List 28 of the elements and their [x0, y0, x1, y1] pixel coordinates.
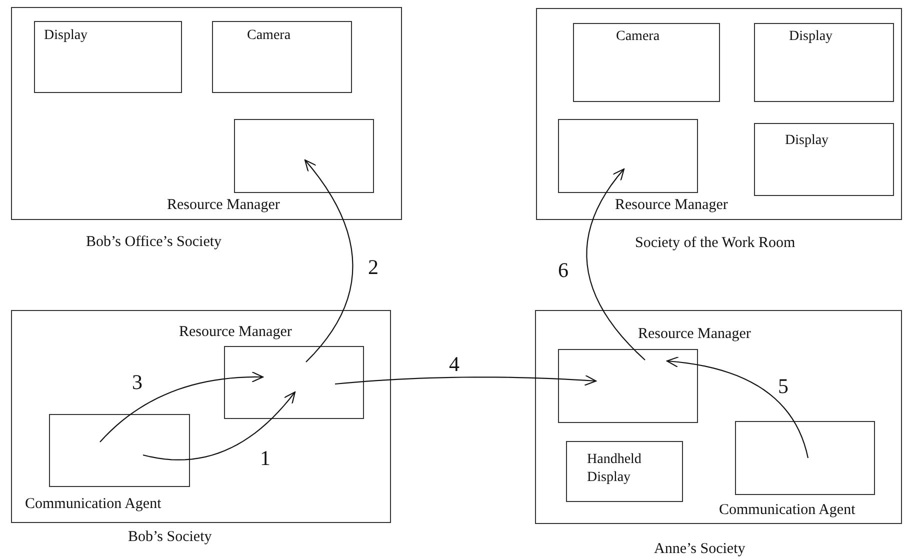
component-box: [573, 23, 720, 102]
arrow: [666, 356, 809, 458]
arrow: [304, 159, 354, 362]
component-label: Communication Agent: [25, 496, 162, 512]
society-name: Bob’s Society: [128, 529, 212, 546]
component-label: Handheld Display: [587, 451, 642, 488]
component-label: Resource Manager: [167, 197, 280, 214]
society-name: Anne’s Society: [654, 541, 746, 558]
component-label: Camera: [616, 29, 660, 44]
component-box: [754, 123, 894, 196]
component-label: Resource Manager: [638, 326, 751, 342]
arrow: [334, 374, 597, 386]
society-name: Society of the Work Room: [635, 235, 796, 252]
component-label: Display: [785, 133, 829, 148]
component-box: [754, 23, 894, 102]
component-box: [212, 21, 352, 93]
component-box: [34, 21, 182, 93]
component-label: Communication Agent: [719, 502, 856, 518]
arrow: [586, 168, 646, 360]
component-label: Display: [789, 29, 833, 44]
component-label: Resource Manager: [179, 324, 292, 340]
component-label: Resource Manager: [615, 197, 728, 214]
arrow: [100, 371, 264, 442]
component-box: [566, 441, 683, 502]
component-label: Camera: [247, 28, 291, 44]
society-name: Bob’s Office’s Society: [86, 234, 222, 250]
arrow: [142, 391, 296, 460]
component-label: Display: [44, 28, 88, 44]
